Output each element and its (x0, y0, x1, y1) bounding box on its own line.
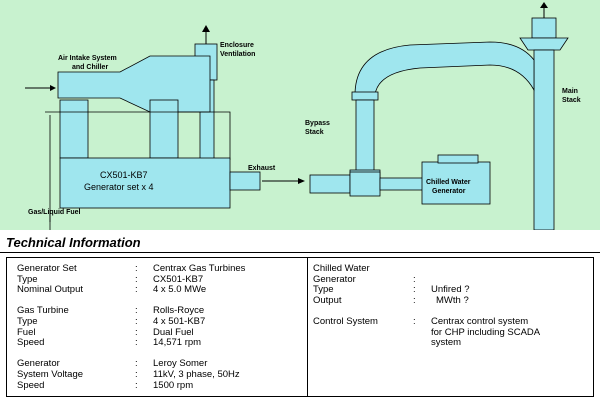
spec-row: Generator Set:Centrax Gas Turbines (17, 263, 246, 274)
spec-row: Control System:Centrax control system (313, 315, 529, 327)
bypass-label-1: Bypass (305, 120, 330, 127)
spec-row: Fuel:Dual Fuel (17, 326, 194, 338)
spec-row: Generator:Leroy Somer (17, 358, 208, 370)
spec-row: Gas Turbine:Rolls-Royce (17, 305, 205, 317)
spec-row: Type:4 x 501-KB7 (17, 315, 206, 327)
exhaust-duct (309, 171, 426, 197)
main-stack (519, 2, 569, 230)
tech-info-box: Generator Set:Centrax Gas Turbines Type:… (6, 257, 594, 397)
enclosure-label-1: Enclosure (220, 42, 254, 49)
spec-row: Nominal Output:4 x 5.0 MWe (17, 284, 207, 296)
tech-info-title: Technical Information (6, 235, 141, 250)
chilled-water-generator (421, 161, 491, 205)
bypass-stack (349, 91, 381, 181)
spec-row: Type:Unfired ? (313, 284, 470, 296)
column-divider (307, 258, 308, 396)
left-spec-column: Generator Set:Centrax Gas Turbines Type:… (17, 263, 302, 391)
spec-row-cont: for CHP including SCADA (431, 326, 541, 338)
spec-row-cont: system (431, 337, 462, 349)
generator-label-2: Generator set x 4 (84, 182, 154, 192)
spec-row: Generator: (313, 273, 416, 285)
spec-heading: Chilled Water (313, 263, 370, 274)
enclosure-label-2: Ventilation (220, 51, 255, 58)
generator-label-1: CX501-KB7 (100, 170, 148, 180)
air-intake-label-2: and Chiller (72, 64, 108, 71)
air-intake-label-1: Air Intake System (58, 55, 117, 62)
title-rule (0, 252, 600, 253)
main-stack-label-1: Main (562, 88, 578, 95)
spec-row: System Voltage:11kV, 3 phase, 50Hz (17, 368, 240, 380)
chiller-label-2: Generator (432, 188, 466, 195)
spec-row: Speed:1500 rpm (17, 379, 194, 391)
spec-row: Output:MWth ? (313, 294, 469, 306)
air-intake-system (25, 55, 211, 159)
connecting-duct (354, 41, 535, 96)
exhaust-label: Exhaust (248, 165, 276, 172)
bypass-label-2: Stack (305, 129, 324, 136)
spec-row: Speed:14,571 rpm (17, 337, 202, 349)
main-stack-label-2: Stack (562, 97, 581, 104)
right-spec-column: Chilled Water Generator: Type:Unfired ? … (313, 263, 588, 349)
spec-row: Type:CX501-KB7 (17, 273, 204, 285)
process-diagram: Air Intake System and Chiller Enclosure … (0, 0, 600, 230)
gas-fuel-label: Gas/Liquid Fuel (28, 209, 81, 216)
generator-set (59, 157, 231, 209)
chiller-label-1: Chilled Water (426, 179, 471, 186)
